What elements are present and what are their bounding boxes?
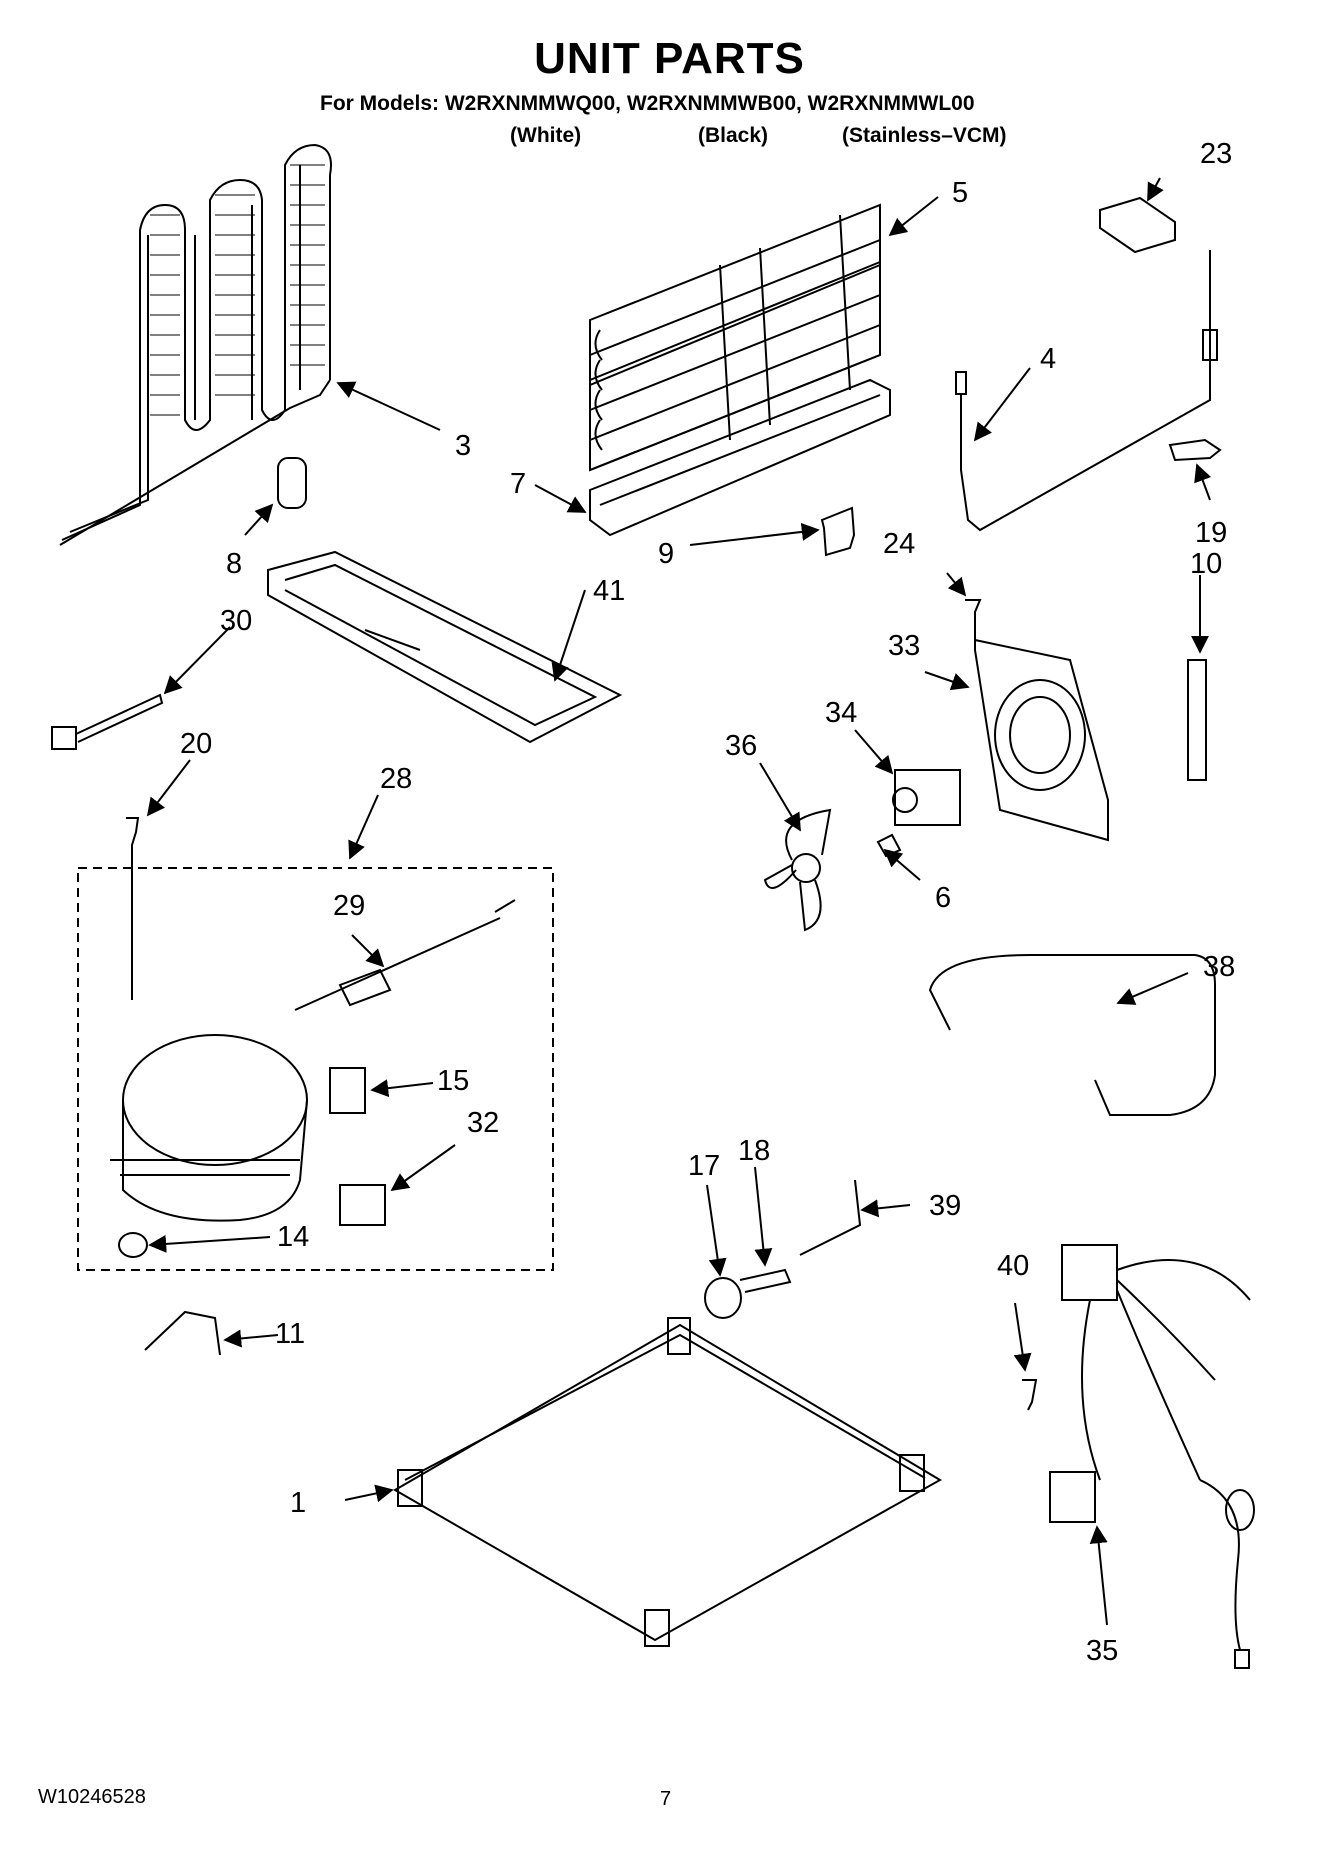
capacitor [339,1184,386,1226]
condenser-tube [928,954,1216,1116]
clip [820,506,856,557]
callout-7: 7 [510,468,526,500]
base [393,1317,942,1647]
callout-18: 18 [738,1135,770,1167]
evaporator [589,203,881,472]
evaporator-tray [589,378,891,537]
wiring-harness [1049,1244,1255,1669]
cap [1099,196,1176,254]
callout-40: 40 [997,1250,1029,1282]
callout-14: 14 [277,1221,309,1253]
callout-32: 32 [467,1107,499,1139]
tube-39 [799,1179,862,1256]
document-number: W10246528 [38,1786,146,1808]
screw-40 [1022,1379,1038,1411]
callout-20: 20 [180,728,212,760]
callout-3: 3 [455,430,471,462]
models-line: For Models: W2RXNMMWQ00, W2RXNMMWB00, W2… [320,92,975,115]
page-title: UNIT PARTS [534,34,805,83]
callout-35: 35 [1086,1635,1118,1667]
screw-24 [965,599,982,640]
condenser-coil [59,143,332,546]
axle [739,1268,792,1293]
compressor [110,1034,308,1222]
callout-28: 28 [380,763,412,795]
callout-5: 5 [952,177,968,209]
screw-20 [126,817,140,1000]
callout-17: 17 [688,1150,720,1182]
drier [277,457,307,509]
fan-blade [763,808,832,932]
callout-36: 36 [725,730,757,762]
callout-9: 9 [658,538,674,570]
fan-shroud [974,638,1109,842]
compressor-assembly-outline [77,867,554,1271]
callout-39: 39 [929,1190,961,1222]
variant-black: (Black) [698,124,769,147]
variant-white: (White) [510,124,582,147]
callout-10: 10 [1190,548,1222,580]
callout-1: 1 [290,1487,306,1519]
callout-19: 19 [1195,517,1227,549]
callout-15: 15 [437,1065,469,1097]
roller [704,1277,742,1319]
leader-lines [146,177,1212,1626]
grommet [118,1232,148,1258]
callout-4: 4 [1040,343,1056,375]
relay [329,1067,366,1114]
clip-11 [144,1310,221,1356]
callout-8: 8 [226,548,242,580]
variant-stainless: (Stainless–VCM) [842,124,1007,147]
callout-41: 41 [593,575,625,607]
cable-tie [51,693,164,750]
callout-38: 38 [1203,951,1235,983]
page-number: 7 [660,1788,672,1810]
callout-24: 24 [883,528,915,560]
callout-29: 29 [333,890,365,922]
callout-33: 33 [888,630,920,662]
callout-11: 11 [275,1318,305,1350]
drain-pan [267,550,623,744]
callout-23: 23 [1200,138,1232,170]
callout-6: 6 [935,882,951,914]
callout-labels: 3 8 5 4 7 9 19 10 23 24 41 30 20 28 33 3… [180,138,1235,1667]
overload-tube [294,899,516,1011]
fan-motor [892,769,961,826]
foam-strip [1187,659,1207,781]
callout-34: 34 [825,697,857,729]
callout-30: 30 [220,605,252,637]
thermistor-harness [955,250,1218,532]
clip-19 [1168,438,1222,462]
